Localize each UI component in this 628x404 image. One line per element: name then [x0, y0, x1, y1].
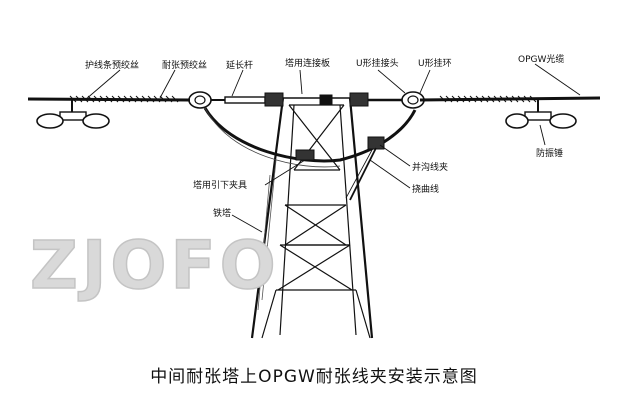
label-opgw-cable: OPGW光缆: [518, 53, 564, 65]
label-tower-plate: 塔用连接板: [285, 57, 330, 69]
vibration-damper-right: [505, 99, 577, 129]
diagram-caption: 中间耐张塔上OPGW耐张线夹安装示意图: [150, 367, 478, 387]
label-u-clevis: U形挂接头: [356, 57, 399, 69]
jumper-loop: [203, 107, 417, 201]
opgw-line: [27, 91, 601, 109]
label-u-ring: U形挂环: [418, 57, 452, 69]
label-parallel-clamp: 并沟线夹: [412, 161, 448, 173]
label-vibration-damper: 防振锤: [536, 147, 563, 159]
vibration-damper-left: [36, 100, 110, 129]
label-bend-arc: 挠曲线: [412, 183, 439, 195]
label-armor-rods: 护线条预绞丝: [85, 59, 139, 71]
watermark: ZJOFO: [30, 227, 280, 304]
leader-lines: [84, 63, 581, 233]
tower: [250, 97, 374, 339]
label-tower: 铁塔: [213, 207, 231, 219]
label-extension-link: 延长杆: [226, 59, 253, 71]
label-down-lead-clamp: 塔用引下夹具: [193, 179, 247, 191]
label-strain-clamp: 耐张预绞丝: [162, 59, 207, 71]
